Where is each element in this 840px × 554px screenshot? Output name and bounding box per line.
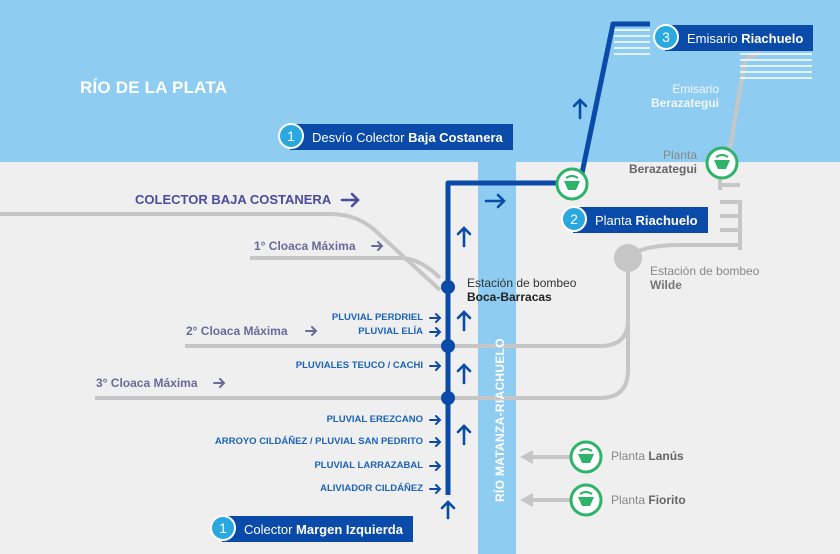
inflow-arrows xyxy=(429,313,442,494)
rio-matanza-riachuelo-label: RÍO MATANZA-RIACHUELO xyxy=(493,338,507,502)
rio-matanza-riachuelo-label-wrap: RÍO MATANZA-RIACHUELO xyxy=(484,320,516,520)
planta-lanus-icon xyxy=(569,440,603,474)
cloaca-1-label: 1° Cloaca Máxima xyxy=(254,239,356,253)
badge-colector-margen-izquierda: 1 Colector Margen Izquierda xyxy=(210,515,413,542)
aliviador-cildanez-label: ALIVIADOR CILDÁÑEZ xyxy=(320,483,423,494)
collector-arrows xyxy=(440,98,588,520)
arroyo-cildanez-label: ARROYO CILDÁÑEZ / PLUVIAL SAN PEDRITO xyxy=(214,436,423,447)
planta-fiorito-icon xyxy=(569,483,603,517)
planta-lanus-label: Planta Lanús xyxy=(611,449,684,463)
pluvial-erezcano-label: PLUVIAL EREZCANO xyxy=(326,414,423,425)
emisario-berazategui-label: Emisario Berazategui xyxy=(650,82,719,110)
rio-de-la-plata-label: RÍO DE LA PLATA xyxy=(80,78,228,97)
cloaca-3-label: 3° Cloaca Máxima xyxy=(96,376,198,390)
node-cloaca-3 xyxy=(441,391,455,405)
cloaca-1-arrow xyxy=(371,241,384,251)
riachuelo-diffuser xyxy=(614,29,650,55)
colector-baja-costanera-label: COLECTOR BAJA COSTANERA xyxy=(135,192,332,207)
fiorito-arrowhead xyxy=(520,493,533,507)
node-cloaca-2 xyxy=(441,339,455,353)
pluviales-teuco-cachi-label: PLUVIALES TEUCO / CACHI xyxy=(295,360,423,371)
badge-planta-riachuelo: 2 Planta Riachuelo xyxy=(561,206,708,233)
planta-berazategui-icon xyxy=(705,146,739,180)
pluvial-larrazabal-label: PLUVIAL LARRAZABAL xyxy=(314,460,423,471)
gray-network xyxy=(0,50,761,502)
badge-desvio-colector: 1 Desvío Colector Baja Costanera xyxy=(278,123,513,150)
wilde-station-node xyxy=(614,244,642,272)
lanus-arrowhead xyxy=(520,450,533,464)
badge-number: 1 xyxy=(210,515,236,541)
pluvial-perdriel-label: PLUVIAL PERDRIEL xyxy=(331,312,423,323)
emisario-riachuelo-line xyxy=(577,21,650,184)
cloaca-3-arrow xyxy=(213,378,226,388)
badge-number: 1 xyxy=(278,123,304,149)
cloaca-3-line xyxy=(95,258,630,400)
boca-barracas-node xyxy=(441,280,455,294)
estacion-boca-barracas-label: Estación de bombeo Boca-Barracas xyxy=(467,276,577,304)
badge-number: 2 xyxy=(561,206,587,232)
estacion-wilde-label: Estación de bombeo Wilde xyxy=(650,264,760,292)
baja-costanera-line xyxy=(0,212,442,292)
planta-riachuelo-icon xyxy=(555,167,589,201)
label-arrows xyxy=(340,192,360,208)
riachuelo-water xyxy=(478,160,516,554)
planta-berazategui-label: Planta Berazategui xyxy=(628,148,697,176)
badge-number: 3 xyxy=(653,24,679,50)
cloaca-2-label: 2° Cloaca Máxima xyxy=(186,324,288,338)
pluvial-elia-label: PLUVIAL ELÍA xyxy=(358,326,423,337)
cloaca-2-arrow xyxy=(305,326,318,336)
badge-emisario-riachuelo: 3 Emisario Riachuelo xyxy=(653,24,814,51)
cloaca-1-line xyxy=(250,256,442,280)
berazategui-diffuser xyxy=(740,53,812,79)
planta-fiorito-label: Planta Fiorito xyxy=(611,493,686,507)
